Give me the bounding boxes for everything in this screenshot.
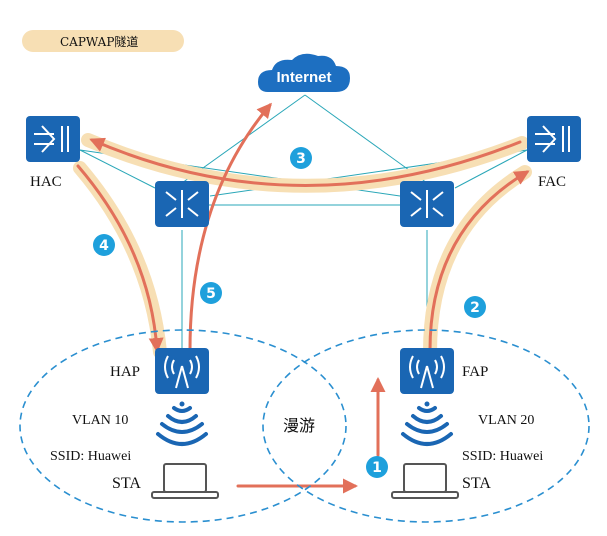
- ssid-left-label: SSID: Huawei: [50, 449, 131, 464]
- internet-label: Internet: [276, 69, 331, 86]
- step-badge-2: 2: [464, 296, 486, 318]
- hap-device: HAP: [110, 348, 209, 394]
- step-number-5: 5: [206, 286, 216, 302]
- ssid-right-label: SSID: Huawei: [462, 449, 543, 464]
- wifi-signal-left: [156, 401, 208, 446]
- step-badge-3: 3: [290, 147, 312, 169]
- roam-label: 漫游: [283, 417, 315, 435]
- fap-label: FAP: [462, 364, 488, 380]
- legend-label: CAPWAP隧道: [60, 34, 138, 49]
- arrow-5-hap-to-internet: [188, 102, 272, 352]
- wifi-signal-right: [401, 401, 453, 446]
- vlan-right-label: VLAN 20: [478, 413, 534, 428]
- step-number-2: 2: [470, 300, 480, 316]
- arrow-2-fap-to-fac: [428, 170, 530, 352]
- step-badge-1: 1: [366, 456, 388, 478]
- internet-cloud: Internet: [258, 53, 350, 92]
- laptop-icon: [151, 463, 219, 499]
- step-number-3: 3: [296, 151, 306, 167]
- wifi-icon: [405, 422, 449, 434]
- sta-right: STA: [391, 463, 491, 499]
- fap-device: FAP: [400, 348, 488, 394]
- vlan-left-label: VLAN 10: [72, 413, 128, 428]
- legend: CAPWAP隧道: [22, 30, 184, 52]
- step-number-1: 1: [372, 460, 382, 476]
- step-badge-4: 4: [93, 234, 115, 256]
- arrow-4-hac-to-hap: [76, 164, 164, 353]
- fac-device: FAC: [527, 116, 581, 190]
- arrow-3-fac-to-hac: [89, 137, 522, 187]
- flow-arrows: [76, 102, 530, 494]
- coverage-areas: [19, 329, 590, 523]
- switch-right: [400, 181, 454, 227]
- hap-label: HAP: [110, 364, 140, 380]
- sta-left-label: STA: [112, 475, 141, 492]
- capwap-tunnels: [73, 133, 532, 359]
- fap-icon: [400, 348, 454, 394]
- laptop-icon: [391, 463, 459, 499]
- coverage-right: [262, 329, 590, 523]
- link-internet-switch-right: [304, 94, 428, 184]
- link-fac-switch-right: [454, 149, 528, 189]
- hac-device: HAC: [26, 116, 80, 190]
- sta-right-label: STA: [462, 475, 491, 492]
- tunnel-hac-hap: [73, 161, 167, 359]
- step-number-4: 4: [99, 238, 109, 254]
- coverage-left: [19, 329, 347, 523]
- sta-left: STA: [112, 463, 219, 499]
- link-hac-switch-left: [79, 149, 156, 189]
- step-badge-5: 5: [200, 282, 222, 304]
- wifi-icon: [160, 422, 204, 434]
- cloud-icon: [258, 53, 350, 92]
- hac-label: HAC: [30, 174, 62, 190]
- legend-swatch: [22, 30, 184, 52]
- fac-label: FAC: [538, 174, 566, 190]
- hap-icon: [155, 348, 209, 394]
- switch-left: [155, 181, 209, 227]
